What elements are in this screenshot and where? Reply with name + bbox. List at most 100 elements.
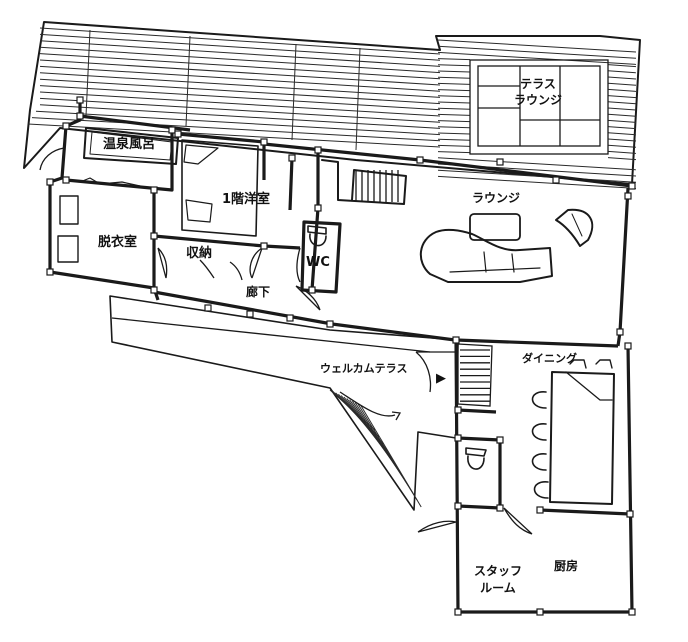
deck-plank xyxy=(39,97,441,123)
structural-post xyxy=(76,112,84,120)
terrace-plank xyxy=(360,405,422,508)
structural-post xyxy=(536,506,544,514)
deck-plank xyxy=(607,95,637,99)
deck-plank xyxy=(437,120,471,123)
deck-plank xyxy=(39,85,441,111)
structural-post xyxy=(454,608,462,616)
structural-post xyxy=(536,608,544,616)
structural-post xyxy=(624,192,632,200)
entrance-marker: ▶ xyxy=(436,371,446,386)
deck-plank xyxy=(39,91,441,117)
deck-plank xyxy=(39,78,441,105)
deck-plank xyxy=(39,104,441,129)
deck-plank xyxy=(437,95,471,98)
deck-plank xyxy=(437,64,471,67)
deck-plank xyxy=(39,59,441,86)
structural-post xyxy=(314,146,322,154)
structural-post xyxy=(150,186,158,194)
deck-plank xyxy=(437,175,637,189)
structural-post xyxy=(496,158,504,166)
western-room-furniture xyxy=(181,139,259,237)
dressing-room-fixtures xyxy=(57,177,141,263)
structural-post xyxy=(150,232,158,240)
structural-post xyxy=(62,122,70,130)
structural-post xyxy=(496,436,504,444)
door-swings xyxy=(39,147,533,535)
deck-plank xyxy=(437,169,637,183)
deck-plank xyxy=(437,58,471,61)
wc-label: WC xyxy=(306,255,330,270)
structural-post xyxy=(46,178,54,186)
deck-plank xyxy=(437,39,637,53)
structural-post xyxy=(174,130,182,138)
north-deck xyxy=(23,21,641,189)
onsen-bath-tub xyxy=(83,127,179,165)
deck-plank xyxy=(437,144,471,147)
dining-stool xyxy=(531,423,547,441)
structural-post xyxy=(314,204,322,212)
deck-plank xyxy=(437,107,471,110)
structural-post xyxy=(168,126,176,134)
deck-plank xyxy=(607,82,637,86)
deck-plank xyxy=(437,82,471,85)
corridor-label: 廊下 xyxy=(246,284,270,299)
terrace-lounge-label-line1: テラス xyxy=(520,77,556,91)
deck-plank xyxy=(607,132,637,136)
deck-plank xyxy=(607,107,637,111)
structural-post xyxy=(246,310,254,318)
structural-post xyxy=(624,342,632,350)
deck-seam xyxy=(185,35,191,127)
deck-plank xyxy=(39,33,441,61)
dining-furniture xyxy=(531,359,615,505)
structural-post xyxy=(46,268,54,276)
deck-plank xyxy=(607,126,637,130)
structural-post xyxy=(76,96,84,104)
structural-post xyxy=(260,242,268,250)
structural-post xyxy=(308,286,316,294)
deck-plank xyxy=(607,64,637,68)
deck-plank xyxy=(437,132,471,135)
welcome-terrace-area xyxy=(109,295,459,511)
structural-post xyxy=(616,328,624,336)
dining-label: ダイニング xyxy=(522,351,577,365)
deck-plank xyxy=(437,70,471,73)
staff-room-label-line1: スタッフ xyxy=(474,564,522,578)
deck-plank xyxy=(31,117,441,142)
structural-post xyxy=(288,154,296,162)
structural-post xyxy=(326,320,334,328)
structural-post xyxy=(552,176,560,184)
deck-plank xyxy=(607,101,637,105)
structural-post xyxy=(454,406,462,414)
deck-plank xyxy=(437,45,637,59)
dining-stool xyxy=(533,481,549,499)
structural-post xyxy=(150,286,158,294)
deck-plank xyxy=(39,40,441,67)
deck-plank xyxy=(437,126,471,129)
terrace-edge xyxy=(111,317,431,353)
terrace-lounge-label-line2: ラウンジ xyxy=(514,93,562,107)
deck-plank xyxy=(437,138,471,141)
deck-plank xyxy=(607,150,637,154)
terrace-lounge-area xyxy=(469,59,609,155)
structural-posts xyxy=(46,96,636,616)
deck-plank xyxy=(607,119,637,123)
deck-seam xyxy=(85,29,91,117)
deck-plank xyxy=(607,70,637,74)
structural-post xyxy=(454,502,462,510)
storage-label: 収納 xyxy=(186,245,212,261)
structural-post xyxy=(260,138,268,146)
toilets xyxy=(307,225,487,470)
deck-plank xyxy=(607,157,637,161)
staff-room-label-line2: ルーム xyxy=(480,581,516,595)
deck-plank xyxy=(39,65,441,92)
deck-plank xyxy=(39,46,441,74)
deck-plank xyxy=(437,89,471,92)
deck-seam xyxy=(355,47,361,151)
structural-post xyxy=(496,504,504,512)
structural-post xyxy=(204,304,212,312)
deck-plank xyxy=(27,123,441,148)
deck-plank xyxy=(39,27,441,55)
deck-plank xyxy=(437,151,471,154)
deck-plank xyxy=(35,110,441,136)
